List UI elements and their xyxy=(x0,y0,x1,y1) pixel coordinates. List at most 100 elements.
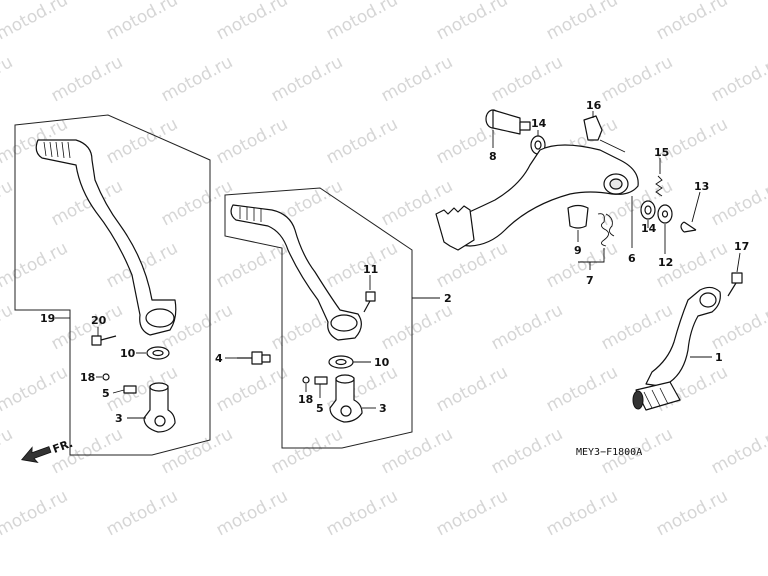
watermark-text: motod.ru xyxy=(48,300,126,354)
joint-3-left xyxy=(143,385,176,433)
front-arrow-icon xyxy=(20,446,52,464)
bolt-20 xyxy=(91,335,102,346)
watermark-text: motod.ru xyxy=(103,114,181,168)
callout-8: 8 xyxy=(489,150,497,163)
callout-2: 2 xyxy=(444,292,452,305)
kick-lever-19 xyxy=(35,139,177,336)
watermark-text: motod.ru xyxy=(378,52,456,106)
watermark-text: motod.ru xyxy=(653,486,731,540)
watermark-text: motod.ru xyxy=(708,52,768,106)
toe-peg-ribs xyxy=(643,387,669,409)
callout-14: 14 xyxy=(641,222,657,235)
callout-9: 9 xyxy=(574,244,582,257)
pivot-bolt-8 xyxy=(485,109,531,135)
watermark-text: motod.ru xyxy=(0,300,16,354)
panel-frame-center xyxy=(224,187,413,449)
brake-pedal-group xyxy=(435,109,697,251)
callout-18: 18 xyxy=(80,371,95,384)
callout-numbers: 1 2 3 3 4 5 5 6 7 8 9 10 10 11 12 13 14 … xyxy=(40,99,749,425)
brake-pedal xyxy=(439,144,639,247)
callout-4: 4 xyxy=(215,352,223,365)
cotter-pin-13 xyxy=(680,221,697,233)
watermark-text: motod.ru xyxy=(103,486,181,540)
watermark-text: motod.ru xyxy=(653,114,731,168)
gearshift-pedal-group xyxy=(632,272,743,411)
watermark-text: motod.ru xyxy=(708,424,768,478)
o-ring-18-center xyxy=(302,376,310,384)
o-ring-18-left xyxy=(102,373,110,381)
callout-14: 14 xyxy=(531,117,547,130)
callout-3: 3 xyxy=(115,412,123,425)
kick-lever-2 xyxy=(230,204,362,341)
watermark-text: motod.ru xyxy=(708,176,768,230)
callout-5: 5 xyxy=(316,402,324,415)
watermark-text: motod.ru xyxy=(0,362,71,416)
callout-13: 13 xyxy=(694,180,709,193)
spring-7 xyxy=(597,213,615,247)
gearshift-pedal xyxy=(645,286,721,387)
spring-15 xyxy=(655,175,663,197)
watermark-text: motod.ru xyxy=(0,238,71,292)
bolt-11 xyxy=(365,291,376,302)
callout-12: 12 xyxy=(658,256,673,269)
watermark-text: motod.ru xyxy=(543,486,621,540)
clip-16 xyxy=(583,115,603,141)
kick-lever-grip xyxy=(43,141,71,159)
watermark-text: motod.ru xyxy=(103,362,181,416)
watermark-text: motod.ru xyxy=(213,0,291,44)
spring-cap-9 xyxy=(567,204,589,229)
watermark-text: motod.ru xyxy=(378,424,456,478)
watermark-text: motod.ru xyxy=(433,486,511,540)
watermark-text: motod.ru xyxy=(0,424,16,478)
pin-5-left xyxy=(123,385,137,394)
watermark-text: motod.ru xyxy=(708,300,768,354)
watermark-text: motod.ru xyxy=(0,176,16,230)
watermark-text: motod.ru xyxy=(0,486,71,540)
watermark-text: motod.ru xyxy=(598,300,676,354)
brake-pedal-tip xyxy=(435,205,475,251)
watermark-text: motod.ru xyxy=(488,424,566,478)
watermark-text: motod.ru xyxy=(158,176,236,230)
watermark-text: motod.ru xyxy=(543,362,621,416)
watermark-text: motod.ru xyxy=(0,52,16,106)
watermark-text: motod.ru xyxy=(213,238,291,292)
bolt-4 xyxy=(237,351,271,365)
callout-18: 18 xyxy=(298,393,313,406)
callout-10: 10 xyxy=(374,356,390,369)
watermark-text: motod.ru xyxy=(433,0,511,44)
watermark-text: motod.ru xyxy=(213,362,291,416)
pin-5-center xyxy=(314,376,328,385)
watermark-text: motod.ru xyxy=(268,52,346,106)
callout-19: 19 xyxy=(40,312,55,325)
watermark-text: motod.ru xyxy=(213,114,291,168)
kick-lever-panel xyxy=(14,114,211,456)
kick-lever-2-grip xyxy=(239,207,262,222)
watermark-text: motod.ru xyxy=(213,486,291,540)
callout-1: 1 xyxy=(715,351,723,364)
diagram-code: MEY3−F1800A xyxy=(576,447,642,458)
watermark-text: motod.ru xyxy=(653,0,731,44)
watermark-text: motod.ru xyxy=(158,52,236,106)
watermark-layer: motod.ru motod.ru motod.ru motod.ru motod.ru… xyxy=(0,0,768,540)
watermark-text: motod.ru xyxy=(598,52,676,106)
callout-5: 5 xyxy=(102,387,110,400)
watermark-text: motod.ru xyxy=(48,52,126,106)
watermark-text: motod.ru xyxy=(158,424,236,478)
watermark-text: motod.ru xyxy=(488,52,566,106)
watermark-text: motod.ru xyxy=(0,0,71,44)
watermark-text: motod.ru xyxy=(323,0,401,44)
callout-20: 20 xyxy=(91,314,107,327)
watermark-text: motod.ru xyxy=(103,0,181,44)
panel-frame-left xyxy=(14,114,211,456)
callout-3: 3 xyxy=(379,402,387,415)
kick-lever-boss xyxy=(145,308,175,328)
watermark-text: motod.ru xyxy=(433,362,511,416)
kick-lever-assy-panel xyxy=(224,187,413,449)
watermark-text: motod.ru xyxy=(268,424,346,478)
callout-6: 6 xyxy=(628,252,636,265)
joint-3-center xyxy=(329,377,363,423)
watermark-text: motod.ru xyxy=(488,300,566,354)
callout-10: 10 xyxy=(120,347,136,360)
watermark-text: motod.ru xyxy=(378,300,456,354)
